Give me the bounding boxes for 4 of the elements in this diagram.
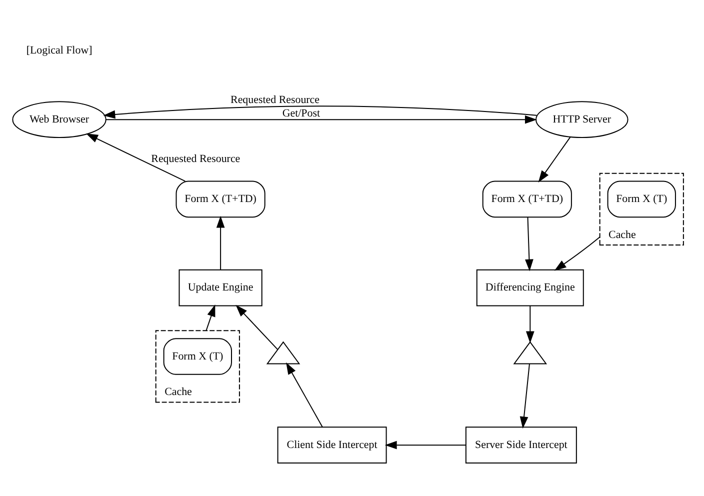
label: [Logical Flow] [26,44,92,57]
edge-label: Get/Post [282,107,320,120]
edge-label: Requested Resource [230,94,320,106]
edge-label: Requested Resource [151,153,240,166]
